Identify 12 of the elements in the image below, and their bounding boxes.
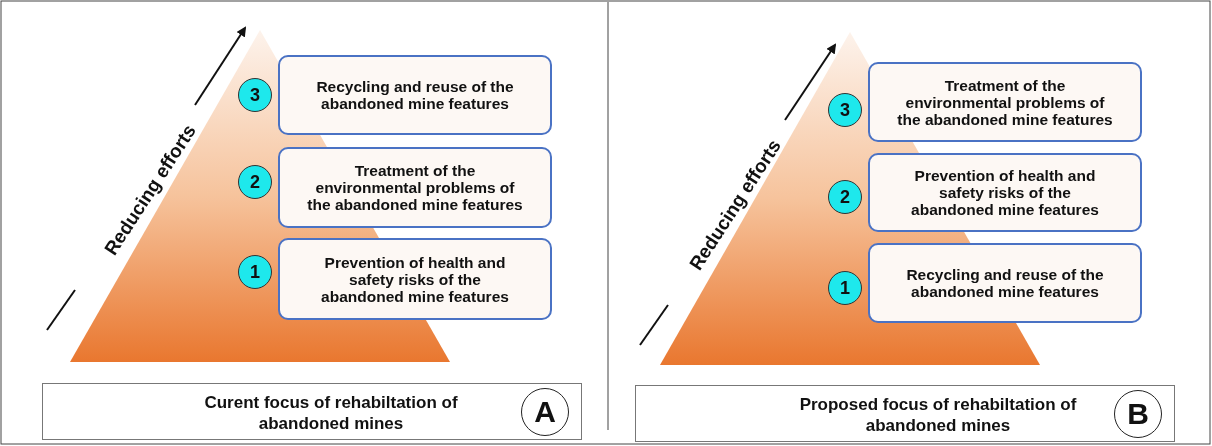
caption-box: [635, 385, 1175, 442]
step-box: Prevention of health and safety risks of the abandoned mine features: [868, 153, 1142, 232]
panel-letter: B: [1114, 390, 1162, 438]
step-box: Recycling and reuse of the abandoned mine features: [868, 243, 1142, 323]
caption-text: Proposed focus of rehabiltation of abandoned mines: [798, 394, 1078, 436]
step-box: Recycling and reuse of the abandoned mine features: [278, 55, 552, 135]
step-box: Prevention of health and safety risks of the abandoned mine features: [278, 238, 552, 320]
caption-box: [42, 383, 582, 440]
caption-text: Curent focus of rehabiltation of abandoned mines: [203, 392, 459, 434]
step-box: Treatment of the environmental problems of the abandoned mine features: [278, 147, 552, 228]
step-box: Treatment of the environmental problems of the abandoned mine features: [868, 62, 1142, 142]
panel-letter: A: [521, 388, 569, 436]
